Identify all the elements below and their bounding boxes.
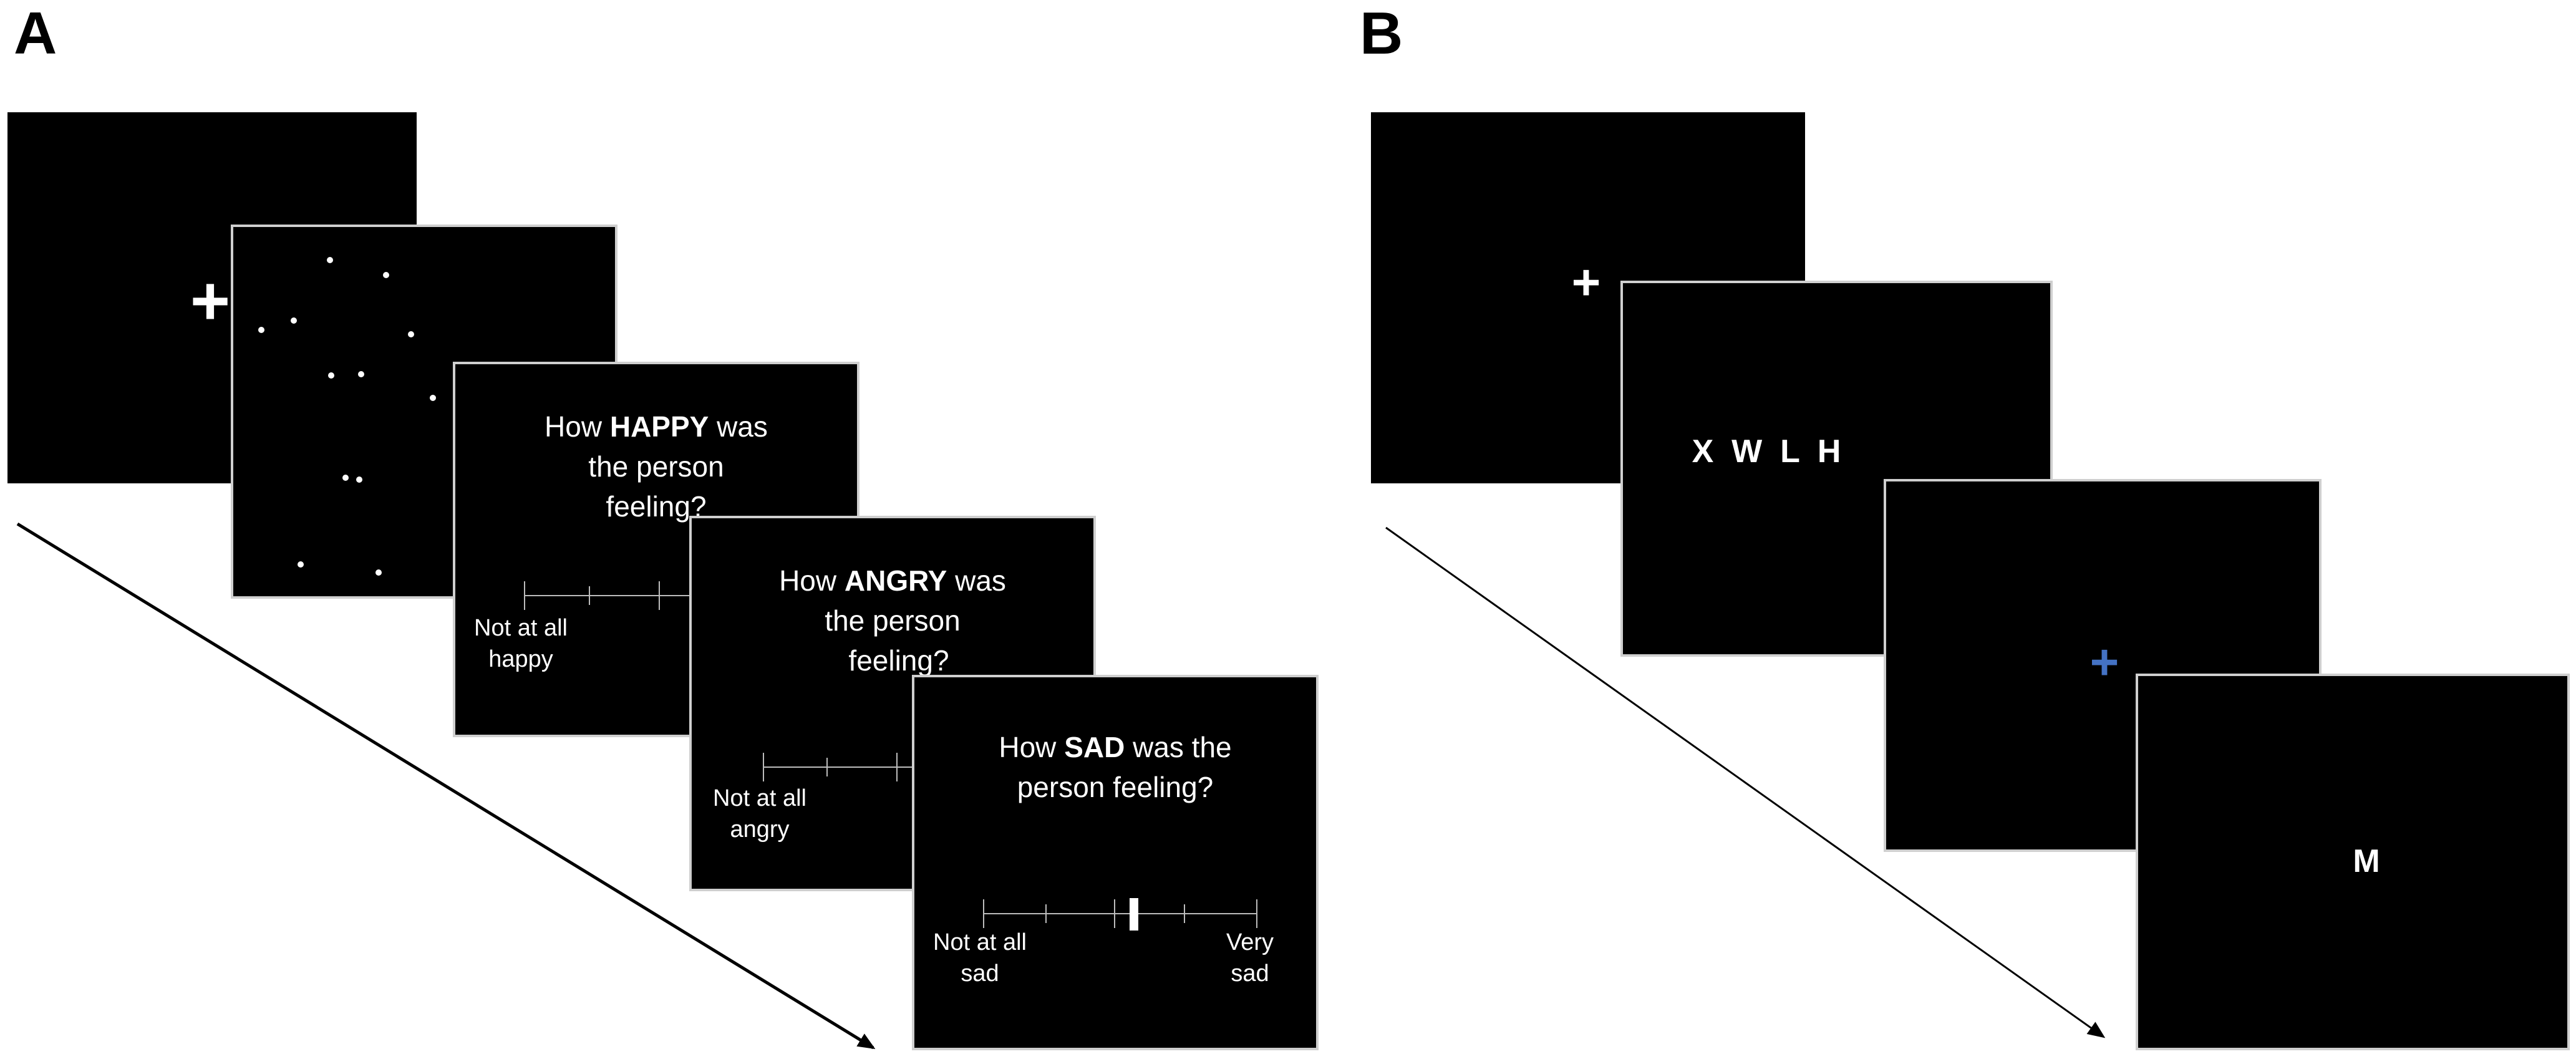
point-light-dot <box>342 475 349 481</box>
point-light-dot <box>298 561 304 568</box>
b-probe-screen: M <box>2136 674 2570 1050</box>
panel-a-label: A <box>14 0 57 67</box>
scale-tick <box>1256 899 1257 928</box>
probe-letter: M <box>2353 843 2380 879</box>
scale-tick <box>896 753 898 781</box>
point-light-dot <box>375 569 382 576</box>
scale-tick <box>983 899 984 928</box>
scale-tick <box>1184 904 1185 923</box>
point-light-dot <box>358 371 364 377</box>
time-arrow-a <box>16 522 876 1050</box>
rating-slider-handle[interactable] <box>1130 898 1138 931</box>
a-sad-rating-screen: How SAD was the person feeling? Not at a… <box>912 675 1319 1050</box>
scale-tick <box>1114 899 1115 928</box>
point-light-dot <box>383 272 389 278</box>
scale-tick <box>659 581 660 610</box>
point-light-dot <box>328 372 334 379</box>
memory-letter-string: X W L H <box>1692 433 1841 470</box>
sad-rating-scale <box>983 913 1257 914</box>
blue-fixation-cross-icon: + <box>2089 634 2119 690</box>
point-light-dot <box>258 327 264 333</box>
fixation-cross-icon: + <box>1571 254 1601 310</box>
happy-question: How HAPPY was the person feeling? <box>545 410 768 523</box>
panel-b-label: B <box>1360 0 1403 67</box>
point-light-dot <box>430 395 436 401</box>
time-arrow-b <box>1385 526 2106 1038</box>
sad-question: How SAD was the person feeling? <box>999 731 1232 803</box>
scale-tick <box>826 758 828 776</box>
point-light-dot <box>291 317 297 324</box>
scale-tick <box>589 586 590 605</box>
point-light-dot <box>356 476 362 483</box>
scale-tick <box>524 581 525 610</box>
fixation-cross-icon: + <box>190 263 231 339</box>
point-light-dot <box>327 257 333 263</box>
scale-tick <box>1045 904 1047 923</box>
scale-tick <box>763 753 764 781</box>
point-light-dot <box>408 331 414 337</box>
angry-question: How ANGRY was the person feeling? <box>779 564 1006 677</box>
